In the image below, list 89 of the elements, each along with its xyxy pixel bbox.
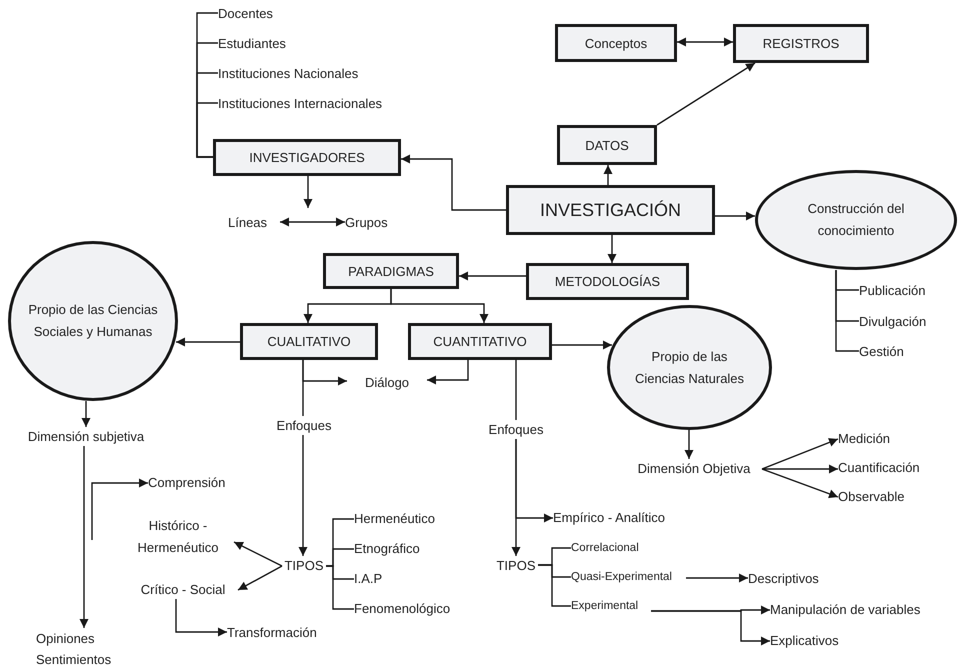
concept-label: TIPOS [496,557,536,574]
arrow [686,574,748,582]
arrow [552,340,612,350]
concept-box [555,24,677,62]
arrow [512,439,520,556]
concept-label: Divulgación [859,312,926,330]
arrow [401,154,506,211]
concept-label: Hermenéutico [354,510,435,527]
box-label: REGISTROS [762,35,840,52]
concept-label: Correlacional [571,540,639,556]
box-label: Construcción del conocimiento [806,200,906,240]
concept-box [733,24,869,63]
concept-label: Cuantificación [838,459,920,476]
arrow [304,176,312,208]
concept-label: Instituciones Internacionales [218,95,382,112]
arrow [82,401,90,427]
connector-line [515,360,517,420]
concept-label: Explicativos [770,632,839,649]
concept-box [323,253,459,289]
concept-label: Estudiantes [218,35,286,52]
arrow [604,165,612,185]
double-arrow [280,218,345,226]
concept-label: Gestión [859,342,904,360]
arrow [427,360,469,384]
arrow [762,464,838,474]
concept-label: Histórico - Hermenéutico [136,517,220,557]
concept-label: Diálogo [364,374,410,391]
concept-box [240,323,378,360]
arrow [80,446,88,628]
arrow [238,565,282,591]
concept-label: Grupos [345,214,388,230]
arrow [762,438,838,470]
box-label: CUANTITATIVO [433,333,527,350]
concept-label: Enfoques [488,421,544,438]
arrow [234,541,282,567]
connector-line [835,270,859,352]
arrow [608,235,616,263]
arrow [459,272,526,280]
concept-label: Manipulación de variables [770,601,920,618]
arrow [715,212,755,220]
arrow [91,478,148,540]
arrow [390,289,488,323]
concept-label: Fenomenológico [354,600,450,617]
box-label: Propio de las Ciencias Sociales y Humanas [27,301,159,341]
box-label: DATOS [585,136,629,154]
concept-label: Observable [838,488,904,505]
box-label: INVESTIGADORES [249,149,365,166]
concept-label: Empírico - Analítico [553,509,665,526]
concept-label: Descriptivos [748,570,819,587]
concept-box [506,185,715,235]
concept-label: Transformación [227,624,317,641]
concept-box [213,139,401,176]
concept-label: Crítico - Social [140,581,226,598]
concept-label: Líneas [228,214,268,230]
box-label: CUALITATIVO [267,333,351,350]
box-label: Propio de las Ciencias Naturales [634,348,746,388]
concept-label: Etnográfico [354,540,420,557]
arrow [762,468,838,498]
concept-label: Dimensión Objetiva [638,460,750,477]
connector-line [196,102,218,158]
arrow [175,599,227,636]
arrow [656,62,756,126]
concept-label: Opiniones Sentimientos [36,630,112,669]
arrow [298,435,308,556]
concept-label: Experimental [571,598,638,614]
concept-label: Quasi-Experimental [571,570,672,585]
concept-label: Publicación [859,282,926,298]
connector-line [302,360,304,416]
concept-label: Medición [838,430,890,447]
concept-label: Docentes [218,5,273,22]
double-arrow [677,38,733,46]
concept-label: Dimensión subjetiva [28,428,144,445]
connector-line [326,565,354,610]
concept-label: I.A.P [354,570,382,587]
concept-label: Enfoques [276,417,332,434]
arrow [176,338,240,346]
arrow [684,430,694,459]
box-label: INVESTIGACIÓN [540,199,682,221]
concept-label: Comprensión [148,474,226,491]
concept-label: TIPOS [284,557,324,574]
box-label: PARADIGMAS [348,262,434,280]
concept-box [408,323,552,360]
connector-line [538,564,571,607]
concept-box [557,125,657,165]
concept-box [526,263,689,300]
box-label: METODOLOGÍAS [554,273,660,290]
box-label: Conceptos [584,34,648,52]
arrow [651,610,770,646]
concept-label: Instituciones Nacionales [218,65,358,82]
